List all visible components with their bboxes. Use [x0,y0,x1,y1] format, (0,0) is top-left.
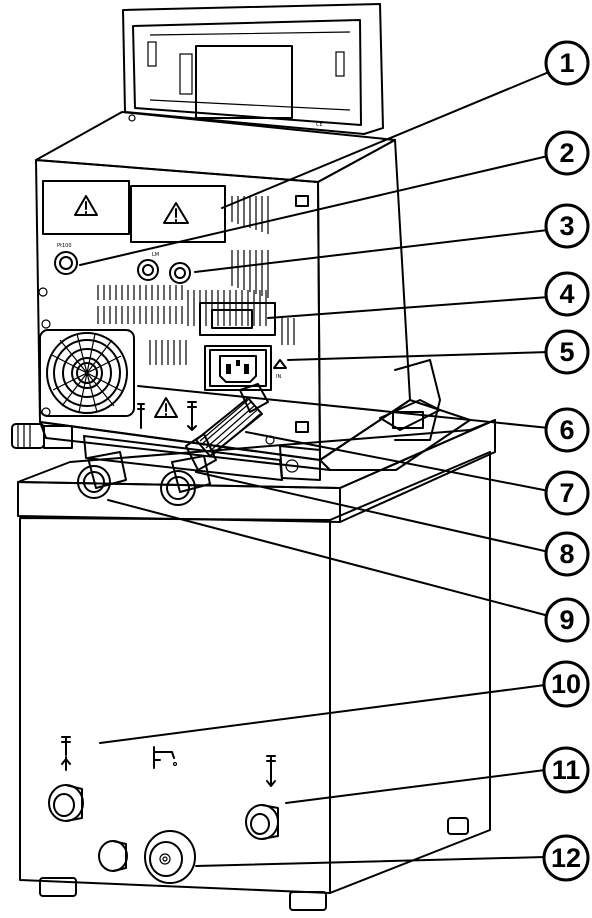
power-socket-icon: IN [204,345,287,391]
pump-connector-right [160,455,211,506]
callout-11-number: 11 [552,755,581,785]
drain-tap-icon [153,746,178,769]
pt100-label: Pt100 [57,243,72,249]
pt100-socket: Pt100 [54,243,78,275]
bath-inlet-connector [48,784,84,822]
callout-2: 2 [544,130,590,176]
circulation-symbols [137,397,197,431]
callout-8: 8 [544,531,590,577]
bath-tank [17,419,496,911]
back-vents [97,285,267,365]
mains-switch [199,302,276,336]
panel-screws [38,114,275,445]
control-head: CE [35,3,441,461]
callout-9-number: 9 [559,605,574,635]
callout-4-number: 4 [559,279,574,309]
inlet-arrow-icon [61,736,71,771]
outlet-arrow-icon [266,755,276,787]
side-cable-connector [11,423,73,449]
interface-sockets: LM [137,252,191,284]
callout-8-number: 8 [559,539,574,569]
callout-3: 3 [544,203,590,249]
callout-4: 4 [544,271,590,317]
callout-12: 12 [542,834,590,882]
pump-connector-left [77,451,127,499]
callout-1: 1 [544,40,590,86]
callout-1-number: 1 [559,48,574,78]
callout-3-number: 3 [559,211,574,241]
side-vents [231,196,295,345]
ce-mark: CE [316,122,323,128]
lm-label: LM [152,252,159,258]
callout-9: 9 [544,597,590,643]
drain-valve [98,830,196,884]
callout-7: 7 [544,470,590,516]
cable-gland [185,383,269,471]
callout-6: 6 [544,407,590,453]
callout-10-number: 10 [551,669,581,699]
callout-10: 10 [542,660,590,708]
callout-7-number: 7 [559,478,574,508]
mains-label: IN [276,374,281,380]
fan-icon [39,329,135,417]
callout-2-number: 2 [559,138,574,168]
callout-5-number: 5 [559,337,574,367]
callout-6-number: 6 [559,415,574,445]
warning-label-left [42,180,130,235]
callout-12-number: 12 [551,843,581,873]
callout-5: 5 [544,329,590,375]
bath-outlet-connector [245,804,279,840]
callout-11: 11 [542,746,590,794]
leader-lines [79,71,550,867]
